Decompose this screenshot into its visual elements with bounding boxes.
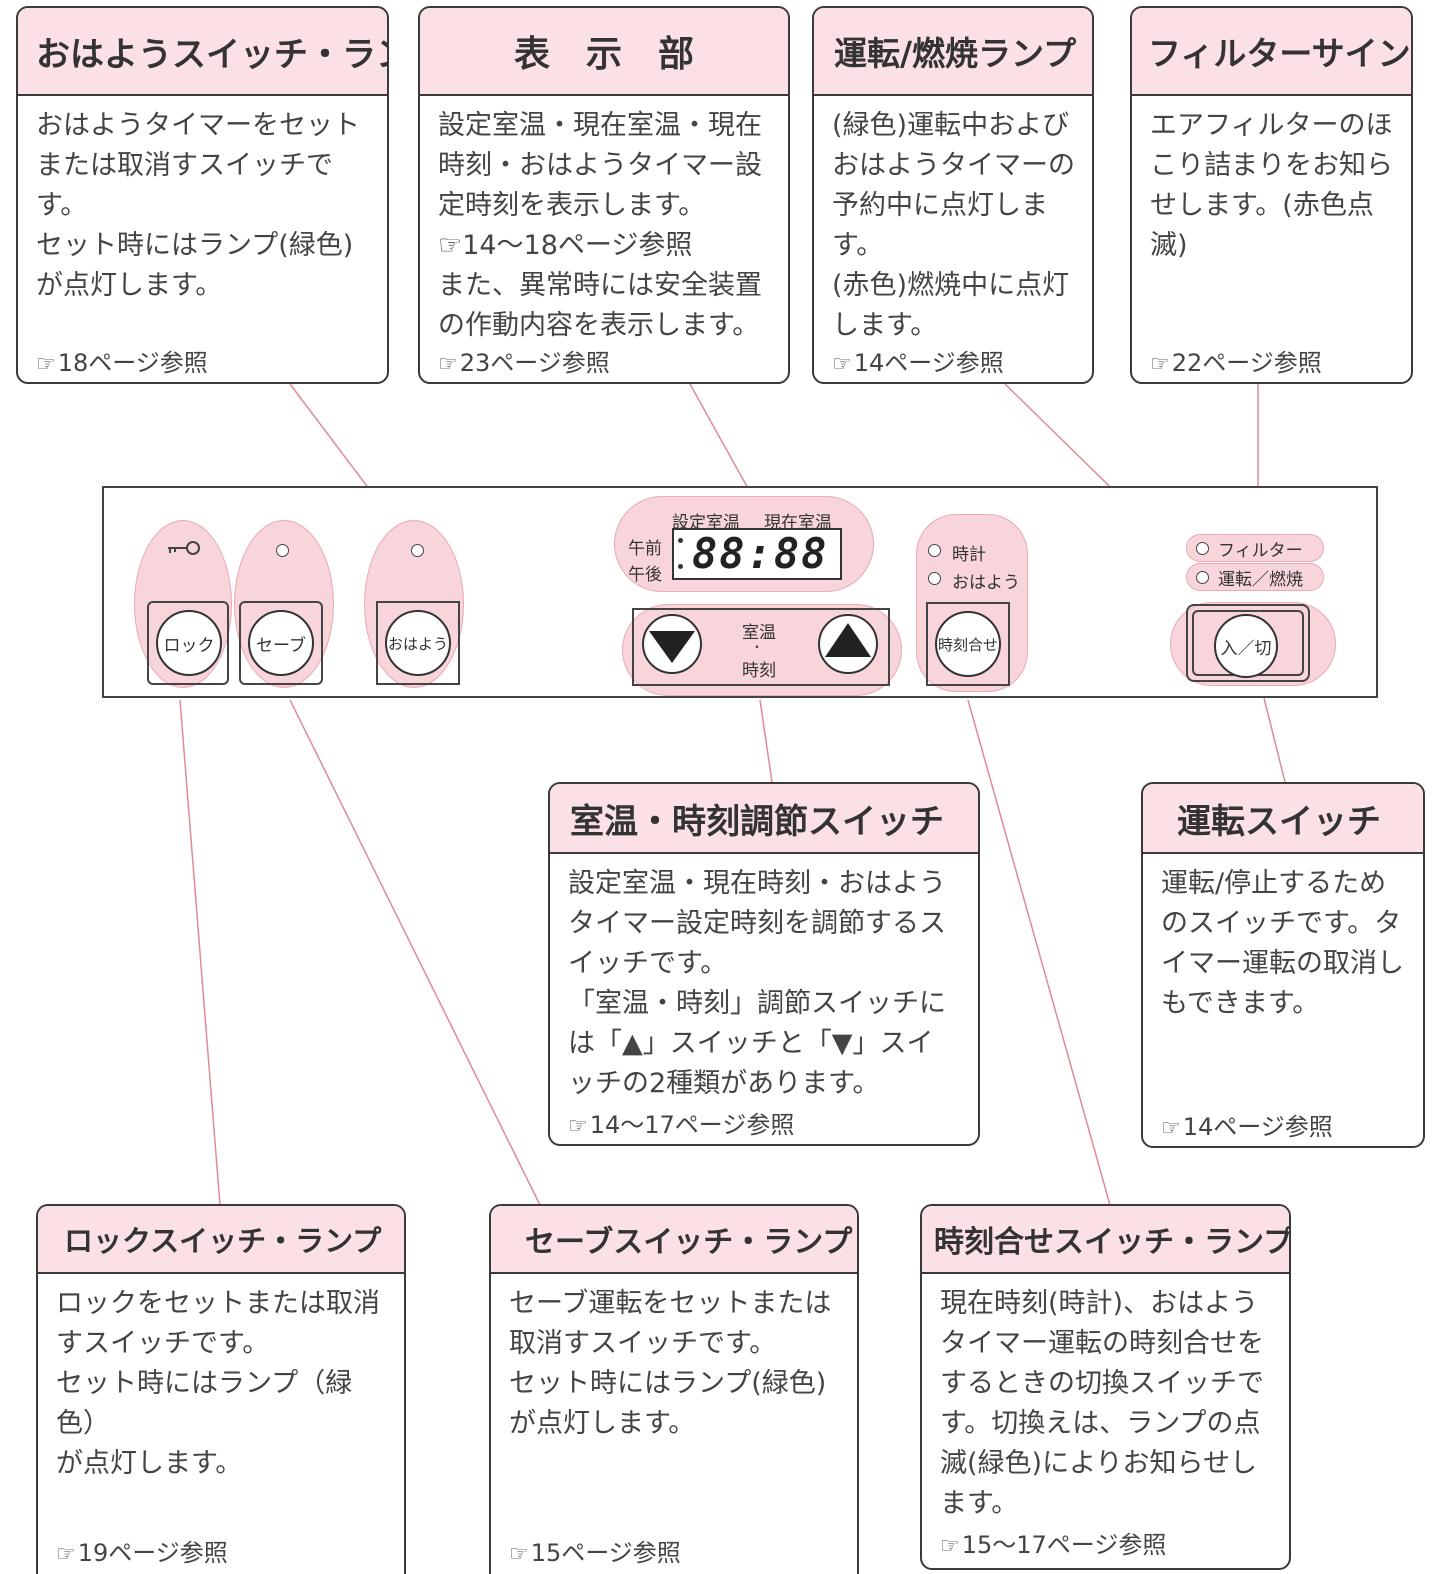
page-reference: ☞14ページ参照 bbox=[1161, 1113, 1333, 1141]
page-reference: ☞23ページ参照 bbox=[438, 349, 610, 377]
control-panel: ロック セーブ おはよう 設定室温 現在室温 午前 午後 88:88 室温 ・ … bbox=[102, 486, 1378, 698]
pointing-hand-icon: ☞ bbox=[568, 1114, 588, 1139]
callout-running-lamp: 運転/燃焼ランプ (緑色)運転中および おはようタイマーの 予約中に点灯します。… bbox=[812, 6, 1094, 384]
callout-title: おはようスイッチ・ランプ bbox=[18, 8, 387, 96]
adjust-label-temp: 室温 bbox=[742, 623, 776, 643]
pointing-hand-icon: ☞ bbox=[1161, 1116, 1181, 1141]
callout-title: 表 示 部 bbox=[420, 8, 788, 96]
lock-switch-frame bbox=[147, 601, 229, 685]
down-button[interactable] bbox=[642, 614, 702, 674]
callout-body: セーブ運転をセットまたは 取消すスイッチです。 セット時にはランプ(緑色) が点… bbox=[509, 1288, 832, 1439]
callout-ohayo-switch: おはようスイッチ・ランプ おはようタイマーをセット または取消すスイッチです。 … bbox=[16, 6, 389, 384]
callout-lock-switch: ロックスイッチ・ランプ ロックをセットまたは取消 すスイッチです。 セット時には… bbox=[36, 1204, 406, 1574]
pointing-hand-icon: ☞ bbox=[56, 1542, 76, 1567]
clock-lamp-label: 時計 bbox=[952, 545, 986, 565]
highlight-running-lamp bbox=[1186, 563, 1324, 591]
lock-button[interactable]: ロック bbox=[156, 610, 222, 676]
ohayo-mode-lamp-label: おはよう bbox=[952, 573, 1020, 593]
callout-title: フィルターサイン bbox=[1132, 8, 1411, 96]
pointing-hand-icon: ☞ bbox=[1150, 352, 1170, 377]
leader-run-switch bbox=[1261, 689, 1286, 783]
filter-lamp bbox=[1196, 542, 1209, 555]
callout-title: ロックスイッチ・ランプ bbox=[38, 1206, 404, 1274]
pointing-hand-icon: ☞ bbox=[438, 352, 458, 377]
adjust-switch-frame bbox=[632, 608, 890, 686]
pm-indicator-dot bbox=[678, 564, 683, 569]
adjust-label-time: 時刻 bbox=[742, 661, 776, 681]
pointing-hand-icon: ☞ bbox=[36, 352, 56, 377]
filter-lamp-label: フィルター bbox=[1218, 541, 1303, 561]
page-reference: ☞18ページ参照 bbox=[36, 349, 208, 377]
callout-title: セーブスイッチ・ランプ bbox=[491, 1206, 857, 1274]
digital-display: 88:88 bbox=[672, 528, 842, 580]
ohayo-button[interactable]: おはよう bbox=[385, 610, 451, 676]
leader-clock-set bbox=[967, 699, 1111, 1206]
page-reference: ☞19ページ参照 bbox=[56, 1539, 228, 1567]
clock-set-button[interactable]: 時刻合せ bbox=[935, 611, 1001, 677]
save-lamp bbox=[276, 544, 289, 557]
power-switch-frame bbox=[1186, 604, 1310, 682]
save-switch-frame bbox=[239, 601, 323, 685]
page-reference: ☞22ページ参照 bbox=[1150, 349, 1322, 377]
callout-body: エアフィルターのほ こり詰まりをお知ら せします。(赤色点滅) bbox=[1150, 110, 1393, 261]
pointing-hand-icon: ☞ bbox=[940, 1534, 960, 1559]
page-reference: ☞15ページ参照 bbox=[509, 1539, 681, 1567]
up-triangle-icon bbox=[825, 623, 871, 657]
pointing-hand-icon: ☞ bbox=[509, 1542, 529, 1567]
key-icon bbox=[168, 541, 200, 555]
callout-body: おはようタイマーをセット または取消すスイッチです。 セット時にはランプ(緑色)… bbox=[36, 110, 360, 301]
save-button[interactable]: セーブ bbox=[248, 610, 314, 676]
ohayo-mode-lamp bbox=[928, 572, 941, 585]
leader-temp-time bbox=[759, 699, 773, 783]
clock-set-switch-frame bbox=[926, 602, 1010, 686]
callout-clock-set-switch: 時刻合せスイッチ・ランプ 現在時刻(時計)、おはよう タイマー運転の時刻合せを … bbox=[920, 1204, 1291, 1570]
callout-filter-sign: フィルターサイン エアフィルターのほ こり詰まりをお知ら せします。(赤色点滅)… bbox=[1130, 6, 1413, 384]
running-lamp bbox=[1196, 571, 1209, 584]
page-reference: ☞14～17ページ参照 bbox=[568, 1111, 795, 1139]
up-button[interactable] bbox=[818, 614, 878, 674]
callout-title: 運転スイッチ bbox=[1143, 784, 1423, 854]
page-reference: ☞14ページ参照 bbox=[832, 349, 1004, 377]
ohayo-lamp bbox=[411, 544, 424, 557]
clock-lamp bbox=[928, 544, 941, 557]
callout-body: 設定室温・現在室温・現在 時刻・おはようタイマー設 定時刻を表示します。 ☞14… bbox=[438, 110, 762, 341]
callout-title: 時刻合せスイッチ・ランプ bbox=[922, 1206, 1289, 1274]
highlight-filter-lamp bbox=[1186, 534, 1324, 562]
display-am-label: 午前 bbox=[628, 539, 662, 559]
callout-body: 設定室温・現在時刻・おはよう タイマー設定時刻を調節するス イッチです。 「室温… bbox=[568, 868, 946, 1099]
callout-run-switch: 運転スイッチ 運転/停止するため のスイッチです。タ イマー運転の取消し もでき… bbox=[1141, 782, 1425, 1148]
am-indicator-dot bbox=[678, 538, 683, 543]
leader-save bbox=[289, 699, 541, 1206]
callout-title: 運転/燃焼ランプ bbox=[814, 8, 1092, 96]
leader-lock bbox=[179, 699, 221, 1206]
callout-display: 表 示 部 設定室温・現在室温・現在 時刻・おはようタイマー設 定時刻を表示しま… bbox=[418, 6, 790, 384]
callout-save-switch: セーブスイッチ・ランプ セーブ運転をセットまたは 取消すスイッチです。 セット時… bbox=[489, 1204, 859, 1574]
down-triangle-icon bbox=[647, 619, 697, 669]
adjust-label-dot: ・ bbox=[751, 640, 764, 654]
display-pm-label: 午後 bbox=[628, 565, 662, 585]
callout-title: 室温・時刻調節スイッチ bbox=[550, 784, 978, 854]
page-reference: ☞15～17ページ参照 bbox=[940, 1531, 1167, 1559]
pointing-hand-icon: ☞ bbox=[832, 352, 852, 377]
power-button[interactable]: 入／切 bbox=[1214, 614, 1278, 678]
callout-body: ロックをセットまたは取消 すスイッチです。 セット時にはランプ（緑色） が点灯し… bbox=[56, 1288, 380, 1479]
callout-body: 運転/停止するため のスイッチです。タ イマー運転の取消し もできます。 bbox=[1161, 868, 1404, 1019]
callout-temp-time-switch: 室温・時刻調節スイッチ 設定室温・現在時刻・おはよう タイマー設定時刻を調節する… bbox=[548, 782, 980, 1146]
ohayo-switch-frame bbox=[376, 601, 460, 685]
running-lamp-label: 運転／燃焼 bbox=[1218, 570, 1303, 590]
display-digits: 88:88 bbox=[692, 529, 829, 578]
callout-body: 現在時刻(時計)、おはよう タイマー運転の時刻合せを するときの切換スイッチで … bbox=[940, 1288, 1264, 1519]
callout-body: (緑色)運転中および おはようタイマーの 予約中に点灯します。 (赤色)燃焼中に… bbox=[832, 110, 1075, 341]
